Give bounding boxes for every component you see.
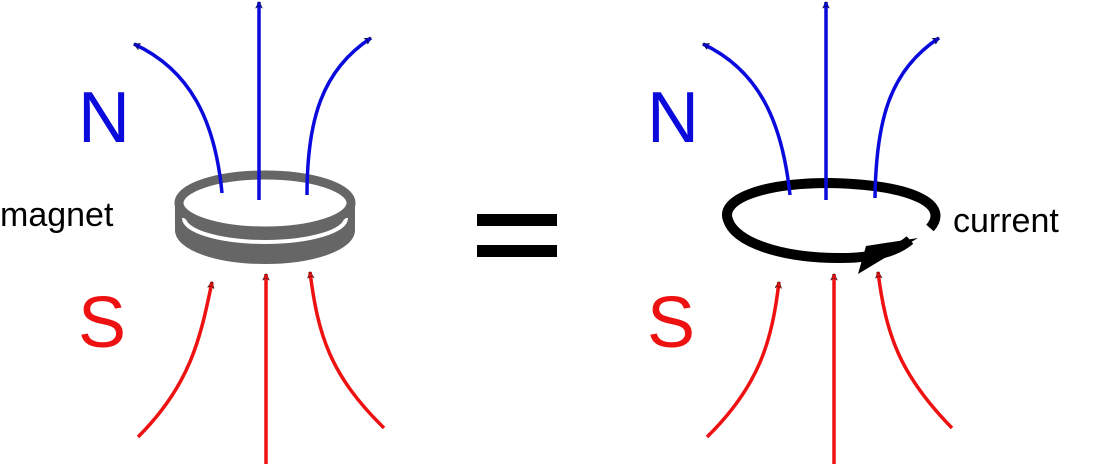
right-south-field-line-left — [705, 282, 779, 439]
left-south-field-line-right — [310, 272, 386, 430]
current-label: current — [953, 202, 1059, 240]
left-south-label: S — [78, 283, 126, 363]
magnet-disc — [174, 170, 356, 264]
left-south-field-line-left — [136, 282, 212, 439]
right-north-field-line-left — [703, 42, 792, 196]
left-north-field-line-left — [134, 42, 224, 194]
left-north-field-lines — [134, 2, 371, 200]
equals-sign — [477, 214, 557, 257]
left-panel-magnet: N S magnet — [0, 2, 386, 464]
current-loop — [722, 177, 941, 274]
right-south-label: S — [647, 283, 695, 363]
right-north-label: N — [647, 78, 699, 158]
magnet-disc-groove — [182, 217, 348, 244]
current-loop-ring — [722, 177, 941, 264]
left-south-field-lines — [136, 272, 386, 464]
right-panel-current-loop: N S current — [647, 2, 1059, 464]
magnet-disc-top — [174, 170, 356, 236]
magnet-disc-side-fill — [179, 206, 351, 258]
left-north-label: N — [78, 78, 130, 158]
right-north-field-lines — [703, 2, 939, 200]
left-north-field-line-right — [305, 36, 371, 196]
equals-sign-bottom-bar — [477, 245, 557, 257]
equals-sign-top-bar — [477, 214, 557, 226]
right-south-field-line-right — [878, 272, 954, 430]
current-direction-arrowhead — [858, 238, 918, 274]
right-north-field-line-right — [873, 36, 939, 199]
right-south-field-lines — [705, 272, 954, 464]
magnet-label: magnet — [0, 196, 114, 234]
